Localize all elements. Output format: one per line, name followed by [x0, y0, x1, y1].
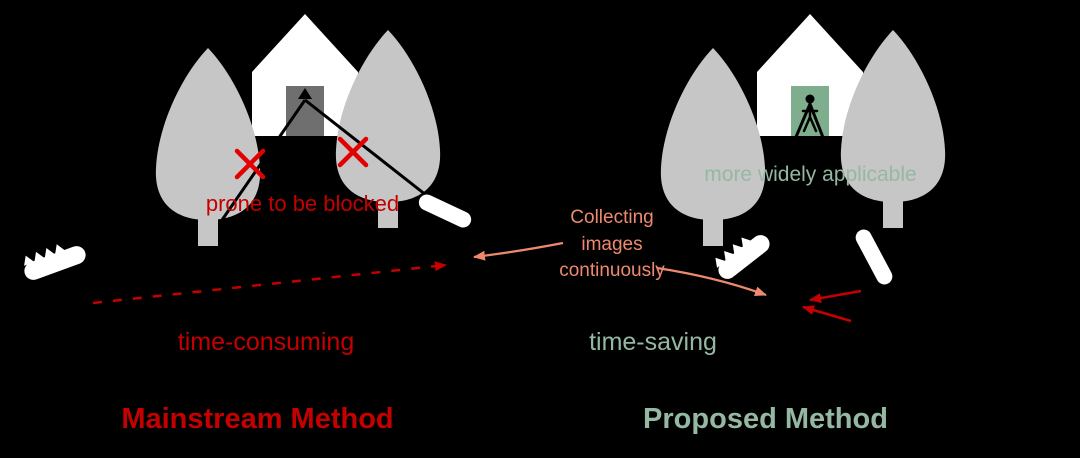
scanner-capsule-icon [855, 229, 893, 285]
proposed-method-title: Proposed Method [643, 403, 888, 435]
right-scene [660, 14, 946, 323]
tree-icon [660, 48, 766, 246]
scanner-capsule-icon [24, 244, 86, 280]
applicable-label: more widely applicable [704, 163, 917, 186]
arrow-icon [802, 305, 852, 323]
scanner-capsule-icon [715, 235, 770, 279]
x-mark-icon [337, 136, 369, 168]
x-mark-icon [234, 148, 266, 180]
blocked-label: prone to be blocked [205, 191, 400, 216]
house-icon [252, 14, 358, 136]
sightline [808, 103, 868, 249]
time-saving-label: time-saving [589, 328, 717, 356]
time-consuming-label: time-consuming [177, 328, 355, 356]
mainstream-method-title: Mainstream Method [121, 403, 394, 435]
sightline [304, 98, 441, 208]
tree-icon [155, 48, 261, 246]
collecting-label: Collecting images continuously [559, 207, 665, 282]
arrow-icon [656, 266, 767, 297]
sightline [220, 99, 307, 221]
tree-icon [840, 30, 946, 228]
left-scene [24, 14, 472, 305]
camera-mount-icon [298, 88, 312, 99]
middle-connectors [473, 241, 767, 297]
house-icon [757, 14, 863, 136]
arrow-icon [92, 261, 447, 305]
scanner-capsule-icon [418, 194, 472, 228]
arrow-icon [809, 289, 862, 304]
sightline [746, 103, 812, 251]
person-icon [801, 94, 819, 133]
arrow-icon [473, 241, 564, 261]
